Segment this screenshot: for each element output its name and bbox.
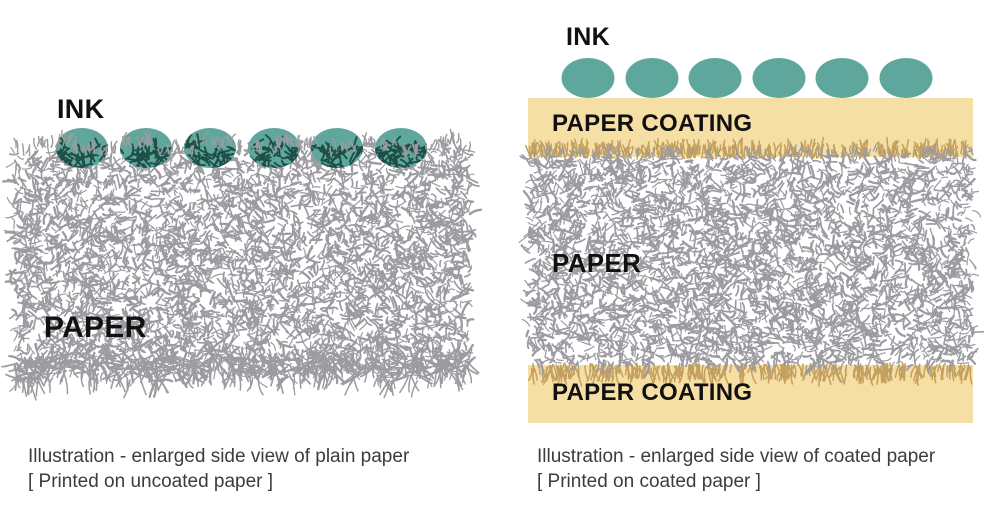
paper-coating-label-bottom: PAPER COATING [552, 379, 753, 406]
caption-coated: Illustration - enlarged side view of coa… [537, 444, 935, 494]
ink-dot [561, 58, 615, 98]
ink-dot [815, 58, 869, 98]
caption-coated-line2: [ Printed on coated paper ] [537, 471, 761, 492]
ink-dot [752, 58, 806, 98]
ink-dot [625, 58, 679, 98]
caption-uncoated-line2: [ Printed on uncoated paper ] [28, 471, 274, 492]
ink-label-coated: INK [566, 23, 610, 51]
ink-dot [311, 128, 363, 168]
paper-coating-label-top: PAPER COATING [552, 110, 753, 137]
caption-uncoated-line1: Illustration - enlarged side view of pla… [28, 446, 410, 467]
paper-label-coated: PAPER [552, 248, 642, 278]
paper-label-uncoated: PAPER [44, 311, 147, 344]
ink-dot [688, 58, 742, 98]
caption-uncoated: Illustration - enlarged side view of pla… [28, 444, 409, 494]
ink-label-uncoated: INK [57, 94, 105, 124]
ink-dot [879, 58, 933, 98]
caption-coated-line1: Illustration - enlarged side view of coa… [537, 446, 936, 467]
